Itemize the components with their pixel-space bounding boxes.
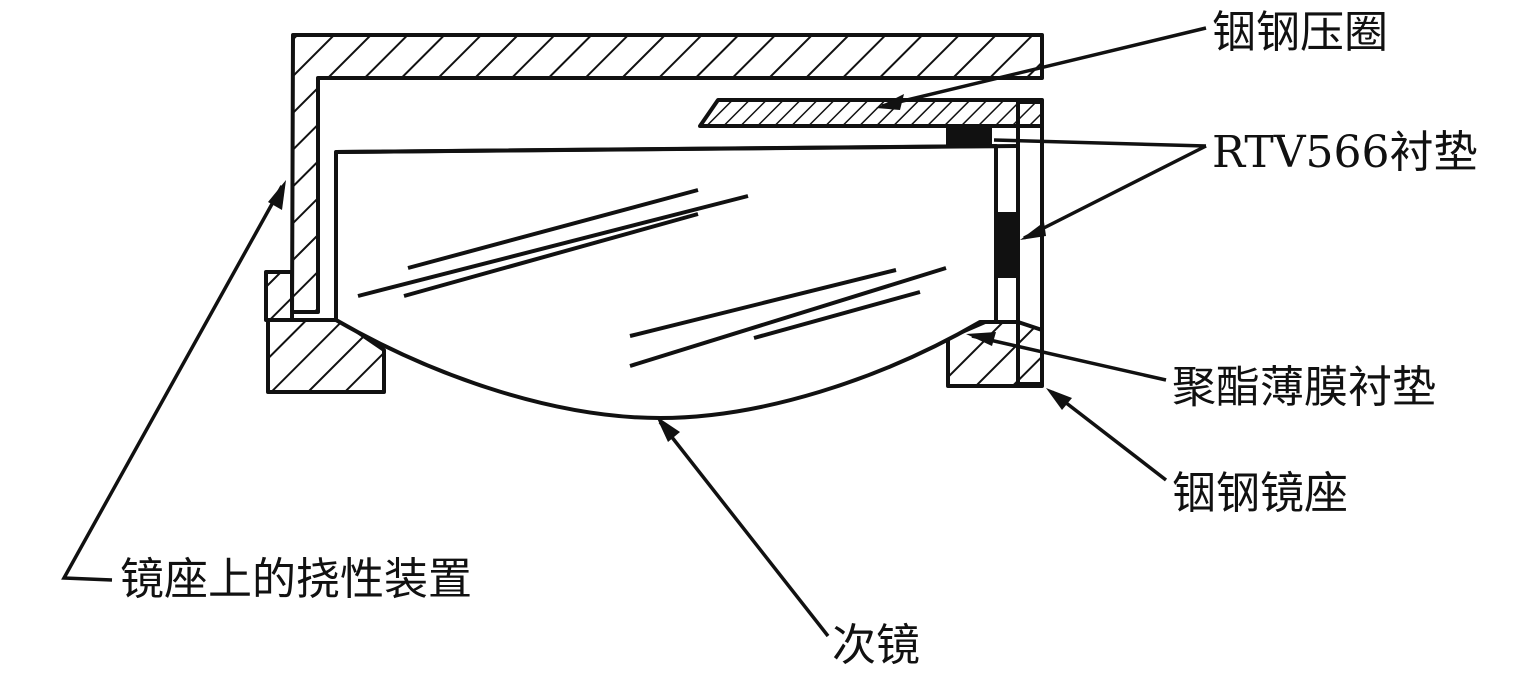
label-retaining-ring: 铟钢压圈 — [1212, 7, 1388, 58]
leader-lines — [61, 26, 1207, 638]
label-invar-mount: 铟钢镜座 — [1172, 468, 1348, 519]
invar-mount-housing — [264, 33, 1044, 394]
secondary-mirror-body — [334, 144, 1019, 420]
label-secondary-mirror: 次镜 — [832, 620, 920, 671]
label-rtv-gasket: RTV566衬垫 — [1212, 127, 1478, 178]
rtv-gasket-pads — [946, 126, 1018, 278]
label-flexure: 镜座上的挠性装置 — [120, 554, 472, 605]
label-polyester-film-gasket: 聚酯薄膜衬垫 — [1172, 362, 1436, 413]
retaining-ring — [698, 98, 1044, 128]
